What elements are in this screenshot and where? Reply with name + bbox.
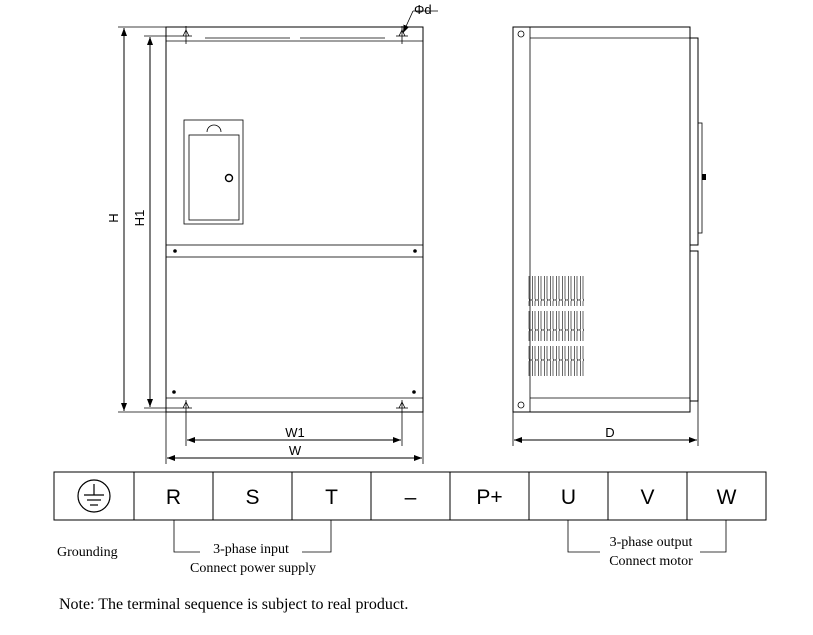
- side-front-cover-lower: [689, 250, 699, 402]
- side-housing: [512, 26, 691, 413]
- keypad-panel: [183, 119, 244, 225]
- input-label-line1: 3-phase input: [213, 542, 289, 557]
- ventilation-grille: [528, 276, 584, 376]
- terminal-label: P+: [476, 486, 502, 509]
- output-label-line2: Connect motor: [609, 554, 693, 569]
- terminal-label: R: [166, 486, 181, 509]
- cover-divider: [165, 244, 424, 258]
- mount-height-dimension: H1: [132, 35, 180, 409]
- hole-diameter-label: Φd: [414, 2, 432, 17]
- terminal-label: W: [717, 486, 737, 509]
- footnote: Note: The terminal sequence is subject t…: [59, 596, 408, 613]
- front-housing: [165, 26, 424, 413]
- terminal-label: T: [325, 486, 338, 509]
- height-dimension: H: [106, 26, 166, 413]
- side-keypad-edge: [697, 122, 703, 234]
- depth-dimension: D: [512, 401, 699, 446]
- terminal-label: S: [245, 486, 259, 509]
- width-dimension: W: [165, 412, 424, 464]
- side-view: D: [512, 26, 706, 446]
- depth-label: D: [605, 425, 614, 440]
- output-bracket: 3-phase output Connect motor: [567, 520, 727, 569]
- terminal-label: U: [561, 486, 576, 509]
- ground-symbol-icon: [77, 479, 111, 513]
- terminal-label: V: [640, 486, 654, 509]
- hole-diameter-callout: Φd: [402, 2, 438, 34]
- mount-width-dimension: W1: [185, 416, 403, 446]
- keypad-knob-icon: [224, 173, 234, 183]
- input-label-line2: Connect power supply: [190, 561, 316, 576]
- input-bracket: 3-phase input Connect power supply: [173, 520, 332, 576]
- terminal-label: –: [405, 486, 417, 509]
- front-view: Φd H H1 W1 W: [106, 2, 438, 464]
- mount-width-label: W1: [285, 425, 305, 440]
- output-label-line1: 3-phase output: [610, 535, 693, 550]
- width-label: W: [289, 443, 302, 458]
- terminal-strip: R S T – P+ U V W: [53, 471, 767, 521]
- terminal-strip-border: [53, 471, 767, 521]
- mount-hole-symbols: [180, 26, 408, 416]
- mount-height-label: H1: [132, 210, 147, 227]
- side-front-cover-upper: [689, 37, 699, 246]
- grounding-label: Grounding: [57, 545, 118, 560]
- height-label: H: [106, 213, 121, 222]
